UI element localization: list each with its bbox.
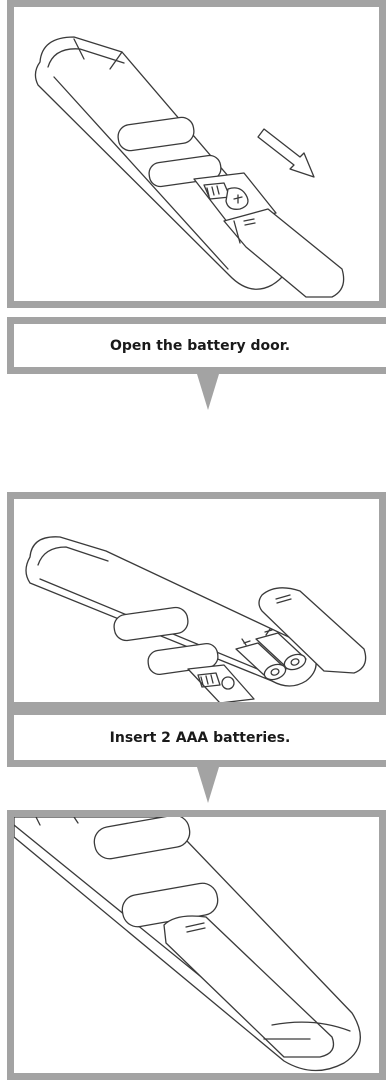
remote-batteries-drawing <box>14 499 379 702</box>
down-arrow-icon <box>197 374 219 410</box>
remote-open-door-drawing <box>14 7 379 301</box>
down-arrow-icon <box>197 767 219 803</box>
remote-door-closed-drawing <box>14 817 379 1073</box>
illustration-panel-insert-batteries <box>7 492 386 709</box>
step-caption-insert-batteries: Insert 2 AAA batteries. <box>7 708 386 803</box>
step-caption-open-door: Open the battery door. <box>7 317 386 410</box>
caption-text-insert-batteries: Insert 2 AAA batteries. <box>14 715 386 760</box>
illustration-panel-open-door <box>7 0 386 308</box>
illustration-panel-door-closed <box>7 810 386 1080</box>
caption-text-open-door: Open the battery door. <box>14 324 386 367</box>
